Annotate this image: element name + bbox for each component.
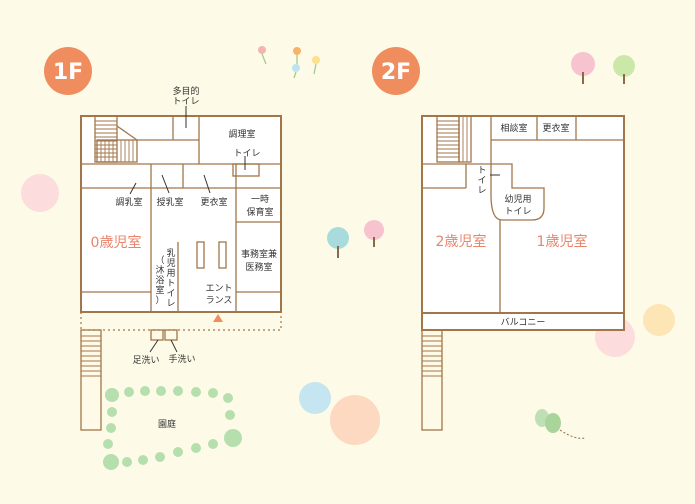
floor1-plan: 1F (44, 47, 282, 470)
room-label-bath: 室 (155, 284, 164, 296)
room-label-kitchen: 調理室 (228, 128, 255, 140)
butterfly-icon (535, 409, 586, 439)
floor1-badge-circle (44, 47, 92, 95)
room-label-temporary-care: 一時 (251, 194, 269, 205)
room-label-bath: 浴 (155, 275, 164, 286)
floor2-badge-circle (372, 47, 420, 95)
stairs-icon (436, 115, 472, 163)
room-label-bath: （ (155, 255, 164, 266)
stairs-icon (80, 329, 102, 431)
room-label-office: 医務室 (245, 261, 272, 273)
stairs-icon (421, 329, 443, 431)
room-label-toilet: トイレ (233, 149, 260, 159)
room-label-entrance: ランス (206, 295, 233, 306)
tree-icon (613, 55, 635, 84)
room-label-infant-toilet: イ (166, 289, 175, 299)
stairs-icon (94, 115, 138, 163)
floor2-badge: 2F (381, 60, 411, 85)
pink-dot-decoration (21, 174, 59, 212)
room-label-temporary-care: 保育室 (246, 206, 273, 218)
room-label-infant-toilet: レ (166, 299, 175, 309)
room-label-changing-room: 更衣室 (542, 122, 569, 134)
room-label-infant-toilet: 乳 (166, 247, 175, 259)
room-label-infant-toilet: ト (166, 279, 175, 289)
room-label-entrance: エント (205, 284, 232, 294)
room-label-bath: ） (155, 295, 164, 306)
room-label-age1: 1歳児室 (537, 233, 588, 250)
entrance-marker-icon (213, 314, 223, 322)
room-label-multipurpose-toilet: 多目的 (172, 85, 199, 97)
floor2-plan: 2F (372, 47, 625, 431)
room-label-toddler-toilet: 幼児用 (504, 193, 531, 205)
flower-icon (258, 46, 320, 79)
label-garden: 園庭 (158, 418, 176, 430)
tree-icon (327, 227, 349, 258)
room-label-infant-toilet: 児 (166, 258, 175, 269)
peach-dot-decoration (330, 395, 380, 445)
label-foot-wash: 足洗い (132, 354, 159, 366)
room-label-balcony: バルコニー (501, 317, 546, 328)
room-label-formula-room: 調乳室 (115, 196, 142, 208)
room-label-age2: 2歳児室 (436, 233, 487, 250)
tree-icon (571, 52, 595, 84)
room-label-office: 事務室兼 (241, 248, 277, 260)
garden-path (103, 386, 242, 470)
room-label-changing-room: 更衣室 (200, 196, 227, 208)
room-label-multipurpose-toilet: トイレ (172, 97, 199, 107)
balcony (421, 312, 625, 331)
blue-dot-decoration (299, 382, 331, 414)
room-label-bath: 沐 (155, 264, 164, 276)
label-hand-wash: 手洗い (168, 353, 195, 365)
room-label-age0: 0歳児室 (91, 234, 142, 251)
yellow-dot-decoration (643, 304, 675, 336)
room-label-toilet: レ (477, 186, 486, 196)
room-label-toilet: ト (477, 166, 486, 176)
room-label-nursing-room: 授乳室 (156, 196, 183, 208)
room-label-toilet: イ (477, 176, 486, 186)
room-label-toddler-toilet: トイレ (504, 207, 531, 217)
floor1-badge: 1F (53, 60, 83, 85)
room-label-consultation: 相談室 (500, 122, 527, 134)
tree-icon (364, 220, 384, 247)
room-label-infant-toilet: 用 (166, 268, 175, 279)
